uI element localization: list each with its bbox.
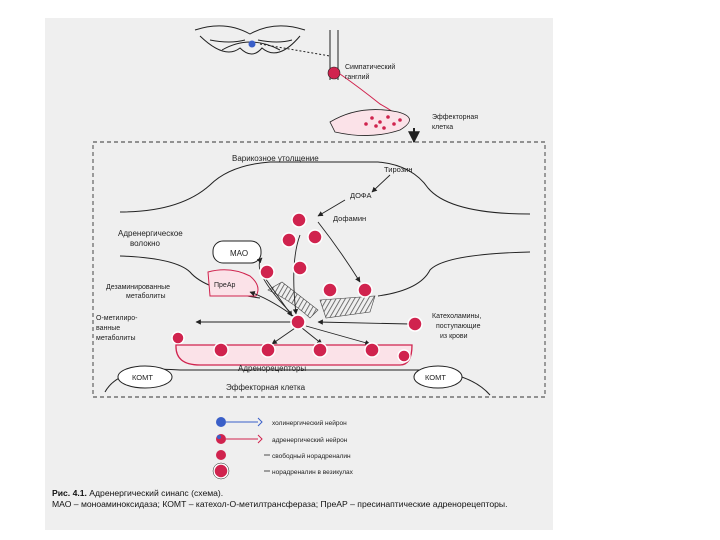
sympathetic-ganglion-label-1: Симпатический bbox=[345, 63, 395, 71]
vesicle-dot bbox=[307, 229, 323, 245]
legend-item-vesicle-na: норадреналин в везикулах bbox=[212, 462, 354, 480]
dopa-label: ДОФА bbox=[350, 191, 371, 200]
adrenergic-fiber-label-2: волокно bbox=[130, 239, 161, 248]
sympathetic-ganglion-label-2: ганглий bbox=[345, 73, 370, 81]
komt-right-label: КОМТ bbox=[425, 373, 446, 382]
legend-adrenergic-label: адренергический нейрон bbox=[272, 436, 348, 444]
vesicle-dot bbox=[357, 282, 373, 298]
adrenergic-fiber-label-1: Адренергическое bbox=[118, 229, 183, 238]
mao-enzyme bbox=[212, 240, 262, 264]
omethyl-label-1: О-метилиро- bbox=[96, 315, 138, 322]
effector-cell-sketch bbox=[329, 109, 410, 136]
adrenoreceptor-membrane bbox=[175, 344, 413, 366]
synthesis-arrows bbox=[195, 174, 411, 346]
komt-left-enzyme bbox=[117, 365, 173, 389]
tyrosine-label: Тирозин bbox=[384, 165, 412, 174]
omethyl-label-3: метаболиты bbox=[96, 334, 135, 342]
mao-label: МАО bbox=[230, 249, 248, 258]
effector-cell-top-label-1: Эффекторная bbox=[432, 114, 478, 121]
legend-item-free-na: свободный норадреналин bbox=[216, 450, 351, 460]
prear-label: ПреАр bbox=[214, 282, 235, 289]
legend-item-cholinergic: холинергический нейрон bbox=[216, 417, 347, 427]
caption-title-rest: Адренергический синапс (схема). bbox=[86, 488, 224, 498]
vesicle-dot bbox=[259, 264, 275, 280]
varicose-label: Варикозное утолщение bbox=[232, 154, 319, 163]
caption-legend-text: МАО – моноаминоксидаза; КОМТ – катехол-О… bbox=[52, 499, 508, 509]
adrenoreceptors-label: Адренорецепторы bbox=[238, 364, 306, 373]
free-noradrenaline-dot bbox=[171, 331, 185, 345]
varicosity-outline-top bbox=[119, 161, 531, 215]
deaminated-label-2: метаболиты bbox=[126, 292, 165, 300]
receptor-dots bbox=[213, 342, 411, 363]
legend-free-na-label: свободный норадреналин bbox=[272, 452, 351, 460]
effector-cell-top-label-2: клетка bbox=[432, 124, 453, 131]
spinal-cord-sketch bbox=[194, 25, 339, 80]
vesicle-dot bbox=[292, 260, 308, 276]
vesicle-dot bbox=[281, 232, 297, 248]
blood-catecholamine-dot bbox=[407, 316, 423, 332]
legend-cholinergic-label: холинергический нейрон bbox=[272, 419, 347, 427]
vesicle-dot bbox=[322, 282, 338, 298]
dopamine-label: Дофамин bbox=[333, 214, 366, 223]
reuptake-band-left bbox=[267, 281, 319, 319]
reuptake-band-right bbox=[319, 295, 376, 319]
synapse-frame bbox=[92, 141, 546, 398]
komt-left-label: КОМТ bbox=[132, 373, 153, 382]
caption-title: Рис. 4.1. bbox=[52, 488, 87, 498]
legend-item-adrenergic: адренергический нейрон bbox=[216, 434, 348, 444]
deaminated-label-1: Дезаминированные bbox=[106, 284, 170, 291]
catecholamines-label-3: из крови bbox=[440, 333, 468, 340]
omethyl-label-2: ванные bbox=[96, 325, 120, 332]
legend: холинергический нейрон адренергический н… bbox=[212, 417, 354, 480]
komt-right-enzyme bbox=[413, 365, 463, 389]
catecholamines-label-1: Катехоламины, bbox=[432, 313, 481, 320]
free-noradrenaline-dot bbox=[290, 314, 306, 330]
catecholamines-label-2: поступающие bbox=[436, 323, 481, 330]
vesicle-dot bbox=[291, 212, 307, 228]
legend-vesicle-na-label: норадреналин в везикулах bbox=[272, 469, 354, 476]
effector-cell-bottom-label: Эффекторная клетка bbox=[226, 383, 306, 392]
figure-caption: Рис. 4.1. Адренергический синапс (схема)… bbox=[52, 488, 552, 510]
vesicles bbox=[171, 212, 423, 345]
